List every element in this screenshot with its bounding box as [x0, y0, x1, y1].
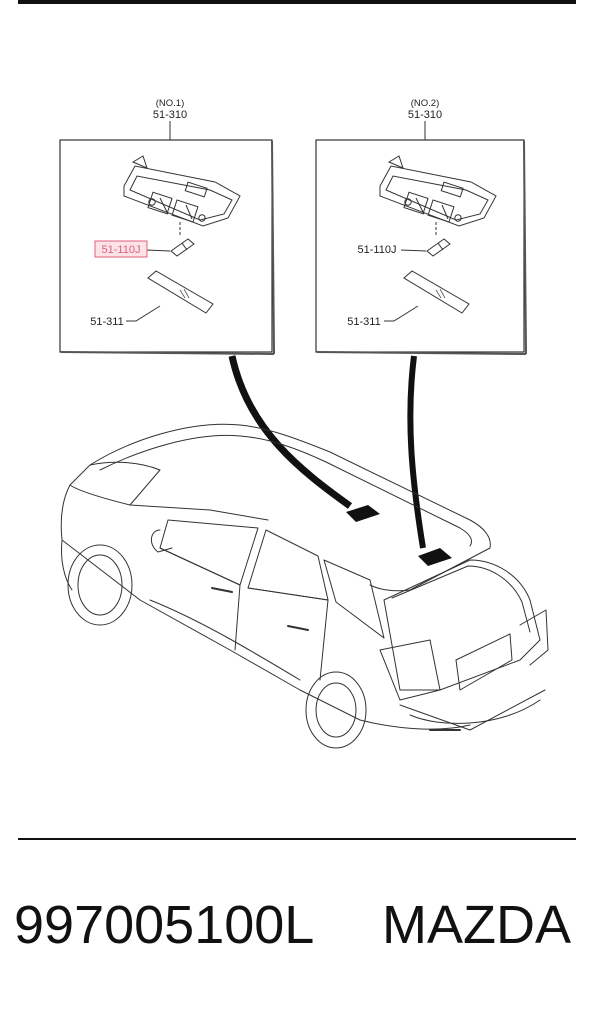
bulb-no1 — [170, 238, 195, 257]
lens-no2 — [403, 270, 470, 314]
vehicle-illustration — [60, 423, 549, 749]
top-rule — [18, 0, 576, 4]
no2-label: (NO.2) — [411, 98, 440, 109]
no1-label: (NO.1) — [156, 98, 185, 109]
bulb-no2 — [426, 238, 451, 257]
no1-part-number: 51-310 — [153, 109, 187, 121]
callout-lens-no1: 51-311 — [90, 316, 123, 328]
detail-box-no2: (NO.2) 51-310 51-110J — [315, 98, 527, 355]
highlight-box — [94, 240, 148, 258]
brand-name: MAZDA — [382, 895, 571, 955]
parts-diagram: (NO.1) 51-310 51-110J — [59, 98, 549, 749]
detail-box-no1: (NO.1) 51-310 51-110J — [59, 98, 275, 355]
leader-arrow-no2 — [407, 355, 426, 549]
callout-lens-no2: 51-311 — [347, 316, 380, 328]
part-number: 997005100L — [14, 895, 315, 955]
no2-part-number: 51-310 — [408, 109, 442, 121]
map-lamp-housing-no1 — [123, 155, 241, 227]
leader-arrow-no1 — [228, 355, 353, 509]
bottom-rule — [18, 838, 576, 840]
callout-bulb-no1: 51-110J — [102, 244, 141, 256]
roof-lamp-marker-no2 — [418, 548, 452, 566]
map-lamp-housing-no2 — [379, 155, 497, 227]
roof-lamp-marker-no1 — [346, 505, 380, 522]
callout-bulb-no2: 51-110J — [358, 244, 397, 256]
lens-no1 — [147, 270, 214, 314]
